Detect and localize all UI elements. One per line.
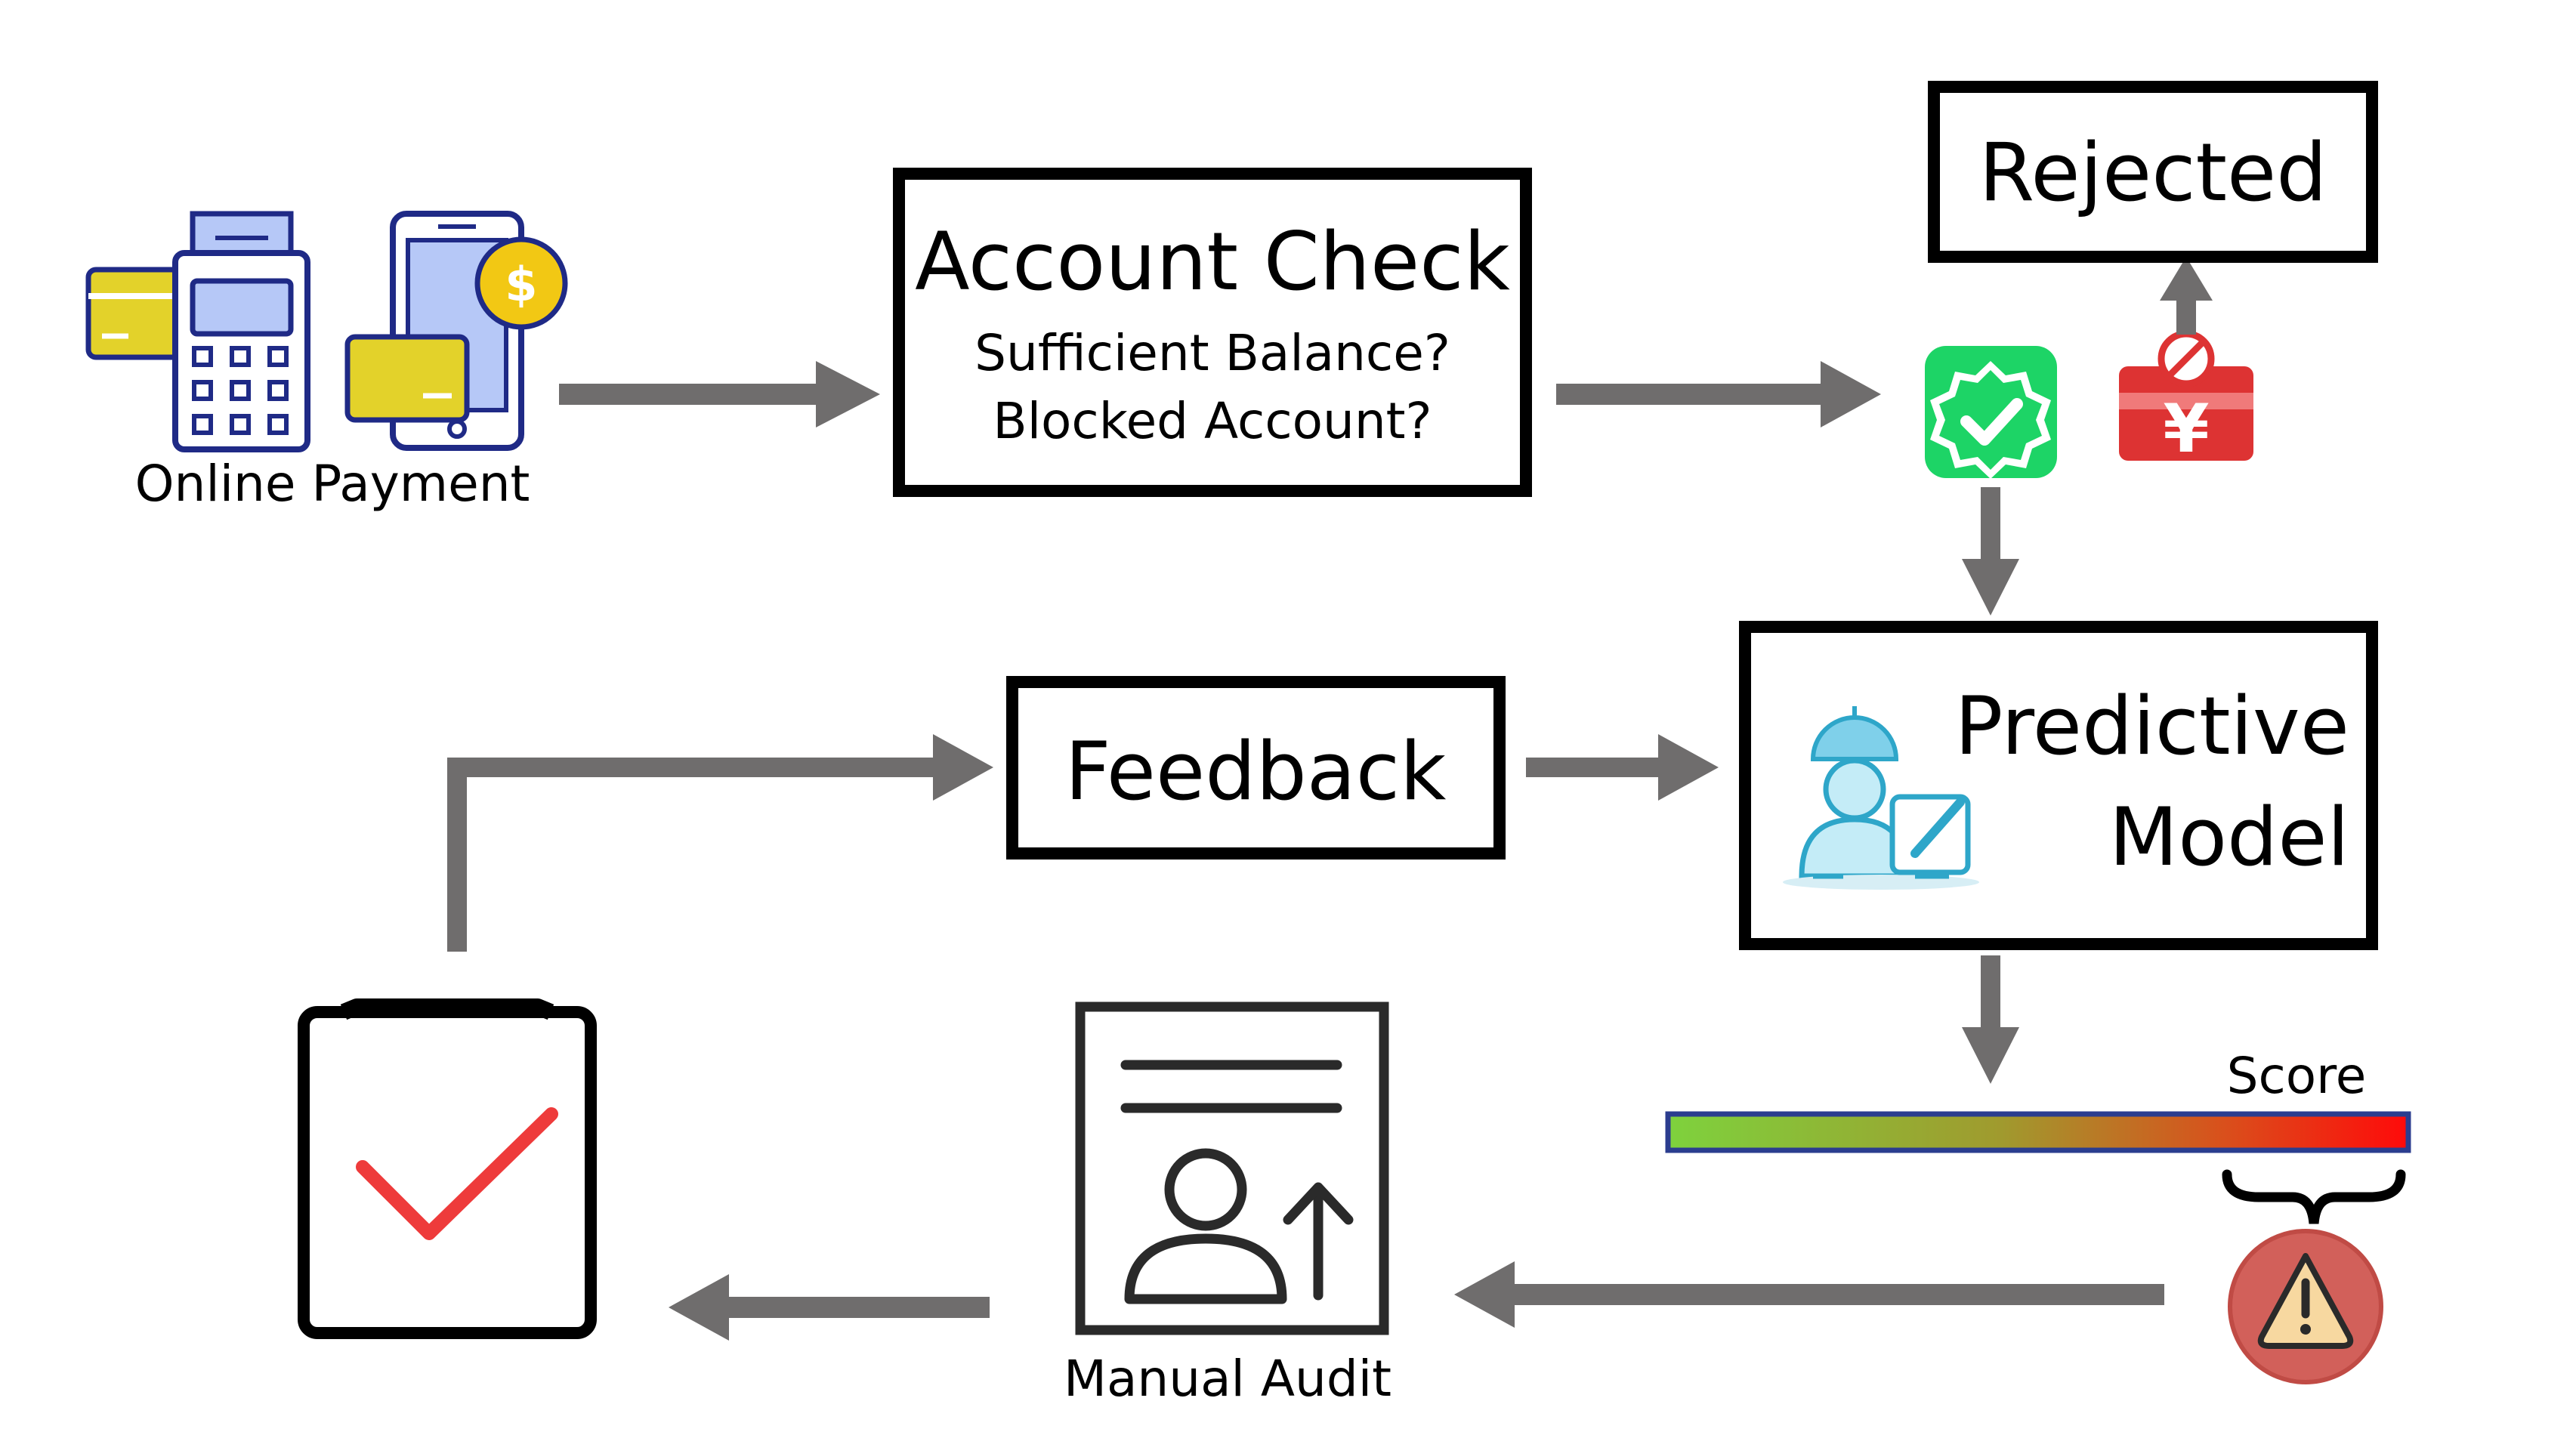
arrow-payment-to-account-check — [559, 361, 880, 427]
manual-audit-label: Manual Audit — [1064, 1350, 1391, 1408]
feedback-label: Feedback — [1065, 725, 1447, 818]
credit-card-icon — [344, 334, 470, 423]
rejected-box: Rejected — [1928, 81, 2378, 263]
arrow-to-rejected — [2160, 257, 2213, 335]
pos-terminal-icon — [172, 211, 310, 452]
score-high-range-brace — [2222, 1169, 2406, 1224]
approved-badge-icon — [1925, 346, 2057, 479]
arrow-warning-to-manual-audit — [1454, 1261, 2164, 1328]
manual-audit-document-icon — [1075, 1001, 1389, 1335]
predictive-model-title-line1: Predictive — [1955, 680, 2350, 773]
account-check-question-balance: Sufficient Balance? — [974, 324, 1450, 382]
account-check-question-blocked: Blocked Account? — [993, 392, 1432, 450]
predictive-model-box: Predictive Model — [1739, 621, 2378, 950]
arrow-approved-to-model — [1962, 487, 2019, 616]
score-gradient-bar — [1665, 1111, 2411, 1153]
rejected-payment-icon: ¥ — [2119, 330, 2253, 468]
predictive-model-title-line2: Model — [2109, 791, 2349, 884]
arrow-checklist-to-feedback — [447, 734, 993, 952]
online-payment-label: Online Payment — [135, 455, 530, 513]
account-check-title: Account Check — [915, 215, 1510, 308]
account-check-box: Account Check Sufficient Balance? Blocke… — [893, 168, 1532, 497]
rejected-label: Rejected — [1978, 126, 2327, 219]
arrow-account-check-to-decision — [1556, 361, 1881, 427]
svg-text:¥: ¥ — [2163, 390, 2209, 468]
arrow-feedback-to-model — [1526, 734, 1719, 801]
underwriter-icon — [1783, 706, 1979, 890]
feedback-box: Feedback — [1006, 676, 1506, 860]
dollar-coin-icon: $ — [474, 236, 568, 330]
arrow-manual-audit-to-checklist — [669, 1274, 990, 1341]
svg-text:$: $ — [505, 257, 537, 312]
online-payment-icon-group: $ Online Payment — [85, 211, 568, 513]
score-bar: Score — [1665, 1047, 2411, 1224]
checklist-clipboard-icon — [298, 998, 597, 1339]
score-label: Score — [2227, 1047, 2367, 1105]
arrow-model-to-score — [1962, 955, 2019, 1084]
warning-icon — [2228, 1229, 2383, 1384]
